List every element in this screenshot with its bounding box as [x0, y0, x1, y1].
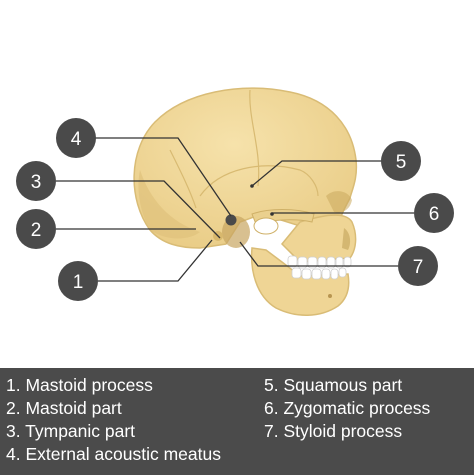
leader-line-3	[56, 180, 221, 239]
nasal-aperture	[342, 228, 351, 250]
marker-7: 7	[398, 246, 438, 286]
marker-5: 5	[381, 141, 421, 181]
legend-column-right: 5. Squamous part 6. Zygomatic process 7.…	[264, 374, 430, 443]
legend-item-styloid-process: 7. Styloid process	[264, 421, 403, 441]
marker-4: 4	[56, 118, 96, 158]
upper-teeth	[287, 255, 352, 269]
coronal-suture	[249, 89, 260, 187]
legend-item-mastoid-part: 2. Mastoid part	[6, 398, 122, 418]
mandible	[250, 247, 350, 316]
legend-item-zygomatic-process: 6. Zygomatic process	[264, 398, 431, 418]
skull-illustration: 1 2 3 4 5 6 7	[16, 87, 454, 316]
skull-diagram: 1 2 3 4 5 6 7	[16, 87, 454, 316]
leader-line-5	[251, 160, 381, 187]
lower-teeth	[291, 267, 347, 280]
marker-1-label: 1	[73, 272, 84, 293]
marker-5-label: 5	[396, 152, 407, 173]
legend-item-tympanic-part: 3. Tympanic part	[6, 421, 136, 441]
squamous-suture	[199, 165, 319, 197]
legend-item-mastoid-process: 1. Mastoid process	[6, 375, 153, 395]
marker-1: 1	[58, 261, 98, 301]
leader-lines	[56, 137, 414, 282]
mandibular-notch	[253, 217, 279, 235]
leader-line-1	[98, 239, 213, 282]
marker-4-label: 4	[71, 129, 82, 150]
legend-item-squamous-part: 5. Squamous part	[264, 375, 403, 395]
leader-line-4	[95, 137, 232, 217]
orbit	[326, 191, 352, 213]
leader-line-7	[239, 241, 398, 267]
marker-6: 6	[414, 193, 454, 233]
marker-2: 2	[16, 209, 56, 249]
legend-column-left: 1. Mastoid process 2. Mastoid part 3. Ty…	[6, 374, 221, 466]
marker-6-label: 6	[429, 204, 440, 225]
occipital-shadow	[138, 170, 200, 239]
legend-item-external-acoustic-meatus: 4. External acoustic meatus	[6, 444, 221, 464]
marker-7-label: 7	[413, 257, 424, 278]
lambdoid-suture	[169, 149, 197, 209]
mental-foramen	[328, 294, 332, 298]
marker-3: 3	[16, 161, 56, 201]
legend-panel: 1. Mastoid process 2. Mastoid part 3. Ty…	[0, 368, 474, 475]
marker-3-label: 3	[31, 172, 42, 193]
external-acoustic-meatus-hole	[225, 214, 237, 226]
marker-2-label: 2	[31, 220, 42, 241]
